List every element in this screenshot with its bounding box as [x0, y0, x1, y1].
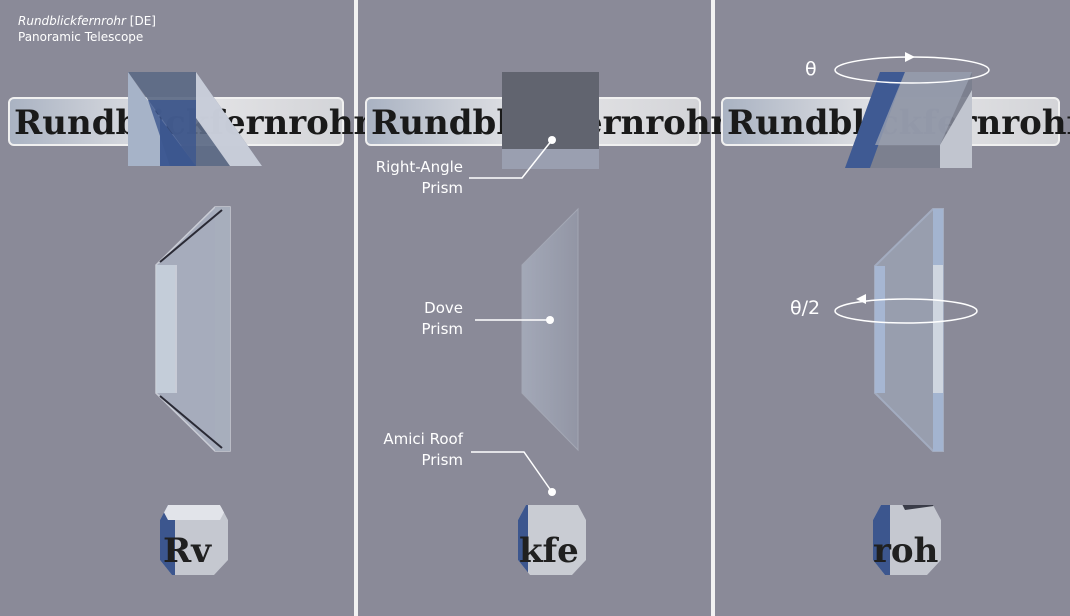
eyepiece-text: roh [873, 531, 938, 571]
label-right-angle-prism: Right-Angle Prism [375, 158, 463, 197]
label-amici-roof-prism: Amici Roof Prism [383, 430, 463, 469]
amici-prism: roh [873, 505, 941, 575]
header: Rundblickfernrohr [DE] Panoramic Telesco… [18, 13, 156, 45]
arrow-head-icon [856, 294, 866, 304]
rotation-arrow-middle [834, 298, 978, 324]
dove-prism [155, 206, 231, 452]
arrow-head-icon [905, 52, 915, 62]
panel-1: Rundblickfernrohr Rv [8, 72, 373, 575]
panel-divider [711, 0, 715, 616]
dove-prism [521, 207, 579, 452]
right-angle-prism [845, 72, 972, 168]
page-title: Rundblickfernrohr [DE] [18, 14, 156, 28]
amici-prism: kfe [518, 505, 586, 575]
leader-lines [469, 139, 553, 493]
theta-symbol: θ [805, 58, 817, 80]
callout-dot [546, 316, 554, 324]
panel-3: Rundblickfernrohr roh [721, 52, 1070, 575]
half-theta-symbol: θ/2 [790, 297, 821, 319]
eyepiece-text: kfe [519, 531, 579, 571]
panel-divider [354, 0, 358, 616]
page-subtitle: Panoramic Telescope [18, 30, 144, 44]
label-dove-prism: Dove Prism [421, 299, 463, 338]
dove-prism [874, 208, 944, 452]
right-angle-prism [502, 72, 599, 169]
right-angle-prism [128, 72, 262, 166]
callout-dot [548, 488, 556, 496]
callout-dot [548, 136, 556, 144]
panel-2: Rundblickfernrohr kfe [365, 72, 730, 575]
eyepiece-text: Rv [163, 531, 212, 571]
amici-prism: Rv [160, 505, 228, 575]
